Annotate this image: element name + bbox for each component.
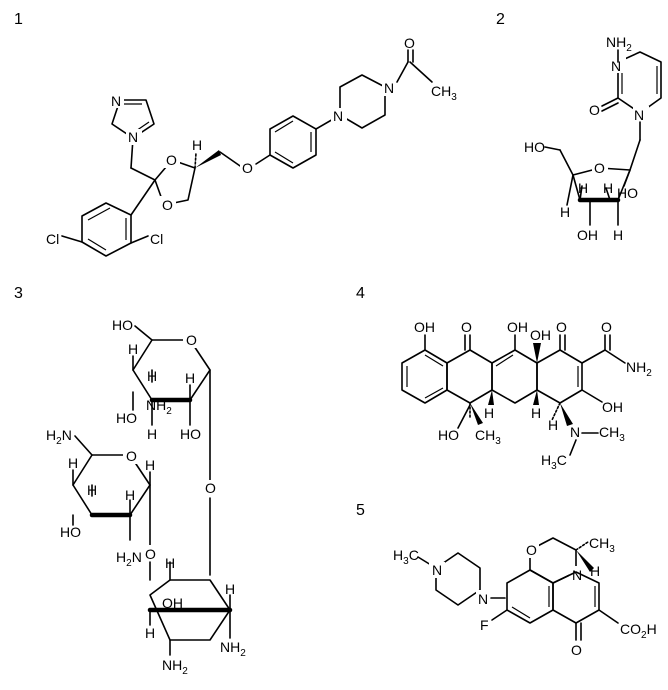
imidazole-ring <box>111 99 155 139</box>
atom-h-k: H <box>225 581 235 597</box>
atom-o-4-2: O <box>556 319 567 335</box>
atom-nh2-4: NH2 <box>626 359 652 379</box>
atom-n-piperazine-5-2: N <box>478 591 488 607</box>
structure-number-2: 2 <box>496 11 505 28</box>
atom-h-i: H <box>165 555 175 571</box>
atom-n-imidazole-ring: N <box>128 129 138 145</box>
atom-f-5: F <box>480 617 489 633</box>
atom-ho-ribose: HO <box>524 139 545 155</box>
atom-o-ring-5: O <box>526 542 537 558</box>
atom-o-ether: O <box>242 160 253 176</box>
atom-oh-ribose: OH <box>577 227 598 243</box>
atom-nh2: NH2 <box>606 34 632 54</box>
atom-h-h: H <box>125 487 135 503</box>
atom-h-f: H <box>87 482 97 498</box>
atom-h-j: H <box>145 625 155 641</box>
atom-ho-4: HO <box>438 427 459 443</box>
atom-ho-c: HO <box>60 524 81 540</box>
quinolone-benzo-ring <box>506 569 554 624</box>
structure-3: 3 HO O H H HO NH2 H H HO O H2N O H H <box>14 285 246 677</box>
atom-oh-4-1: OH <box>414 319 435 335</box>
atom-n-ring-5: N <box>572 567 582 583</box>
atom-o-4-3: O <box>601 319 612 335</box>
atom-ch3-n-4: CH3 <box>599 424 625 444</box>
atom-co2h-5: CO2H <box>620 621 657 641</box>
atom-nh2-bottom-1: NH2 <box>162 657 188 677</box>
atom-n-piperazine-1: N <box>333 108 343 124</box>
atom-oh-bottom: OH <box>162 595 183 611</box>
atom-o-dioxolane-2: O <box>162 197 173 213</box>
atom-o-dioxolane-1: O <box>166 152 177 168</box>
atom-h-b: H <box>147 368 157 384</box>
tetracycline-ring-d <box>536 349 583 404</box>
atom-ho-a: HO <box>116 410 137 426</box>
atom-h-c: H <box>147 426 157 442</box>
atom-h-g: H <box>145 457 155 473</box>
atom-h-ribose-3: H <box>560 204 570 220</box>
atom-o-ring-top: O <box>186 332 197 348</box>
structure-5: 5 H3C N N F O CH3 H N O CO2H <box>356 502 657 658</box>
atom-h-5: H <box>590 563 600 579</box>
atom-h-stereo: H <box>192 137 202 153</box>
atom-h-4-2: H <box>531 405 541 421</box>
atom-h-d: H <box>185 370 195 386</box>
atom-o-ribose: O <box>594 160 605 176</box>
atom-n-piperazine-2: N <box>384 80 394 96</box>
tetracycline-ring-c <box>491 349 538 404</box>
tetracycline-ring-b <box>446 349 493 404</box>
tetracycline-ring-a <box>401 349 448 404</box>
atom-ho-b: HO <box>180 426 201 442</box>
atom-o-ring-middle: O <box>126 448 137 464</box>
atom-oh-4-4: OH <box>602 399 623 415</box>
atom-ch3-4: CH3 <box>475 427 501 447</box>
structure-2: 2 N N NH2 O O HO H H H HO OH H <box>496 11 662 243</box>
atom-n-4: N <box>570 424 580 440</box>
structure-number-3: 3 <box>14 285 23 302</box>
atom-n-piperazine-5-1: N <box>432 562 442 578</box>
atom-h-ribose-4: H <box>613 227 623 243</box>
structure-number-5: 5 <box>356 502 365 519</box>
atom-h-4-1: H <box>484 405 494 421</box>
atom-cl-1: Cl <box>46 231 59 247</box>
atom-h3c-4: H3C <box>541 452 567 472</box>
atom-oh-4-3: OH <box>530 327 551 343</box>
atom-ho-top: HO <box>112 317 133 333</box>
atom-o-carbonyl: O <box>404 35 415 51</box>
wedge-bond-ch2o <box>195 150 221 168</box>
atom-cl-2: Cl <box>150 231 163 247</box>
atom-o-carbonyl-2: O <box>589 102 600 118</box>
atom-ch3-5: CH3 <box>589 535 615 555</box>
dichlorophenyl-ring <box>81 202 132 257</box>
atom-h2n-top: H2N <box>46 427 72 447</box>
atom-o-4-1: O <box>461 319 472 335</box>
atom-h-e: H <box>68 455 78 471</box>
atom-o-link-2: O <box>145 546 156 562</box>
piperazine-ring-5 <box>435 552 481 606</box>
structure-1: 1 N N O O H Cl Cl O <box>14 11 457 257</box>
structure-number-4: 4 <box>356 285 365 302</box>
atom-n-ring-1: N <box>611 58 621 74</box>
phenyl-ring-1 <box>269 115 317 169</box>
atom-ho-ribose-2: HO <box>617 185 638 201</box>
atom-h-4-3: H <box>548 417 558 433</box>
atom-o-link-1: O <box>205 480 216 496</box>
atom-n-imidazole-top: N <box>111 93 121 109</box>
atom-h3c-5: H3C <box>393 547 419 567</box>
atom-nh2-bottom-2: NH2 <box>220 639 246 659</box>
atom-h-a: H <box>128 341 138 357</box>
structure-number-1: 1 <box>14 11 23 28</box>
atom-o-keto-5: O <box>571 642 582 658</box>
atom-h-ribose-1: H <box>578 180 588 196</box>
atom-ch3-acetyl: CH3 <box>431 83 457 103</box>
atom-h2n-middle: H2N <box>116 549 142 569</box>
glucose-ring-top <box>132 339 211 401</box>
structure-4: 4 OH O HO CH3 OH H H OH O <box>356 285 652 472</box>
atom-n-ring-2: N <box>634 107 644 123</box>
atom-nh2-a: NH2 <box>146 397 172 417</box>
atom-oh-4-2: OH <box>507 319 528 335</box>
atom-h-ribose-2: H <box>603 180 613 196</box>
